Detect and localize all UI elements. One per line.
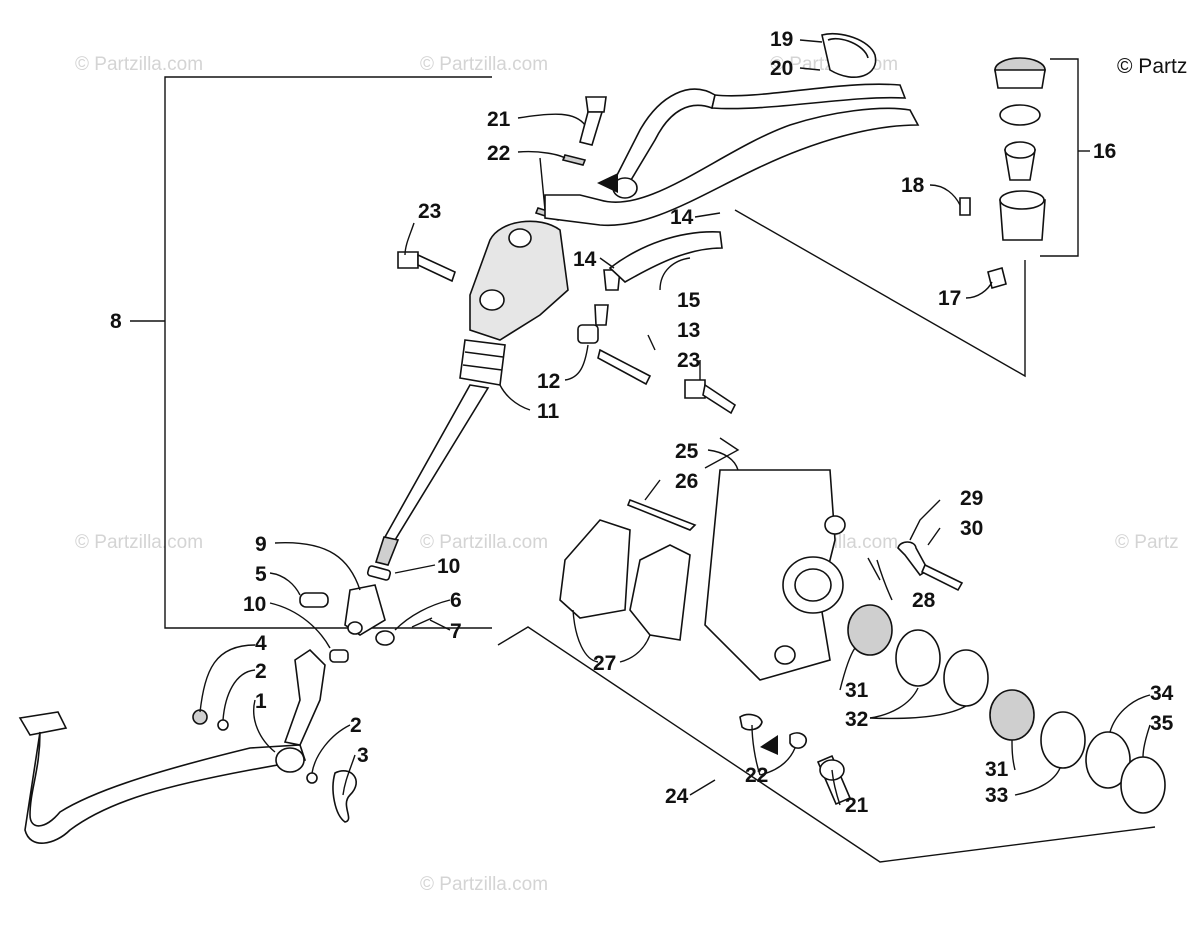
callout-label: 27 <box>593 652 616 675</box>
watermark: © Partz <box>1115 532 1179 553</box>
callout-label: 24 <box>665 785 689 808</box>
brake-hoses <box>544 32 920 283</box>
callout-label: 14 <box>670 206 694 229</box>
callout-label: 12 <box>537 370 560 393</box>
callout-label: 23 <box>677 349 700 372</box>
callout-label: 4 <box>255 632 267 655</box>
callout-label: 20 <box>770 57 793 80</box>
callout-label: 15 <box>677 289 701 312</box>
callout-label: 32 <box>845 708 868 731</box>
watermark-layer: © Partzilla.com © Partzilla.com © Partzi… <box>75 54 1179 895</box>
callout-label: 10 <box>437 555 460 578</box>
brake-reservoir <box>994 57 1046 241</box>
callout-label: 2 <box>255 660 267 683</box>
callout-label: 8 <box>110 310 122 333</box>
callout-label: 33 <box>985 784 1008 807</box>
callout-label: 34 <box>1150 682 1174 705</box>
callout-label: 7 <box>450 620 462 643</box>
callout-label: 31 <box>845 679 869 702</box>
callout-label: 18 <box>901 174 925 197</box>
brake-pedal <box>18 648 326 844</box>
callout-label: 22 <box>745 764 768 787</box>
callout-label: 9 <box>255 533 267 556</box>
watermark: © Partzilla.com <box>75 54 203 75</box>
bracket-lines <box>130 58 1156 863</box>
watermark: © Partzilla.com <box>75 532 203 553</box>
copyright-notice: © Partz <box>1117 55 1187 78</box>
callouts: 19 20 21 22 23 14 14 15 16 18 17 8 13 12… <box>110 28 1174 817</box>
callout-label: 3 <box>357 744 369 767</box>
fasteners <box>397 96 1007 806</box>
callout-label: 17 <box>938 287 961 310</box>
callout-label: 14 <box>573 248 597 271</box>
callout-label: 11 <box>537 400 560 423</box>
callout-label: 19 <box>770 28 793 51</box>
callout-label: 28 <box>912 589 936 612</box>
callout-label: 2 <box>350 714 362 737</box>
callout-label: 16 <box>1093 140 1116 163</box>
arrow-marker <box>760 735 778 755</box>
callout-label: 23 <box>418 200 441 223</box>
callout-label: 35 <box>1150 712 1174 735</box>
callout-label: 1 <box>255 690 267 713</box>
callout-label: 22 <box>487 142 510 165</box>
watermark: © Partzilla.com <box>420 874 548 895</box>
watermark: © Partzilla.com <box>420 532 548 553</box>
leader-lines <box>199 39 1151 806</box>
callout-label: 5 <box>255 563 267 586</box>
brake-caliper <box>559 469 1166 814</box>
callout-label: 30 <box>960 517 983 540</box>
callout-label: 26 <box>675 470 698 493</box>
callout-label: 13 <box>677 319 700 342</box>
master-cylinder <box>192 220 569 823</box>
callout-label: 21 <box>487 108 511 131</box>
callout-label: 21 <box>845 794 869 817</box>
callout-label: 10 <box>243 593 266 616</box>
callout-label: 25 <box>675 440 699 463</box>
watermark: © Partzilla.com <box>420 54 548 75</box>
arrow-marker <box>597 173 618 193</box>
direction-arrows <box>597 173 778 755</box>
callout-label: 6 <box>450 589 462 612</box>
callout-label: 29 <box>960 487 983 510</box>
callout-label: 31 <box>985 758 1009 781</box>
